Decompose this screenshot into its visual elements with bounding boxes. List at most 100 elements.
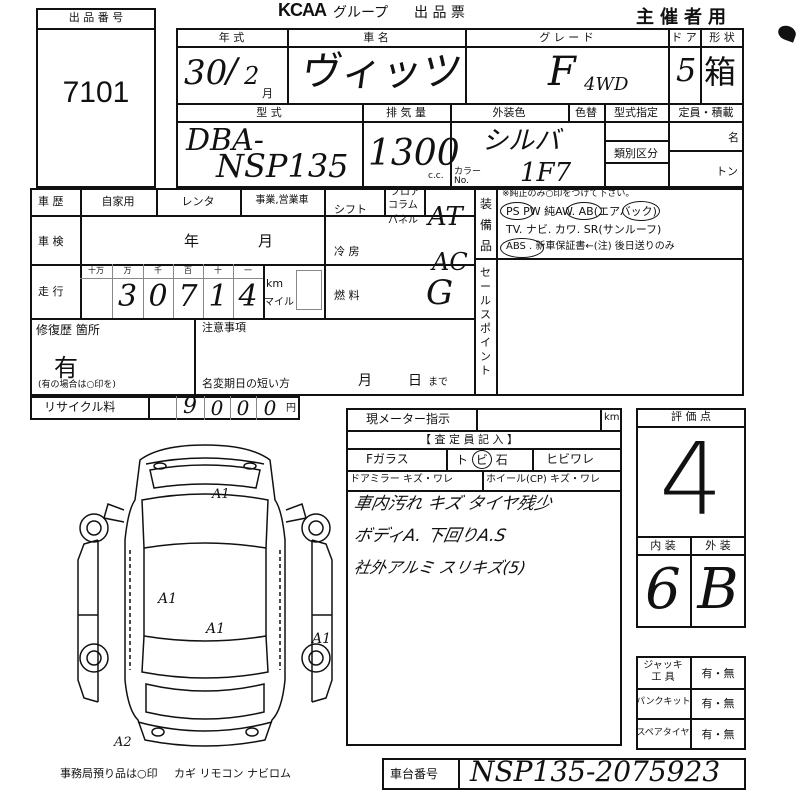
name-value: ヴィッツ bbox=[298, 49, 466, 95]
ac-value: AC bbox=[432, 248, 468, 276]
color-no-value: 1F7 bbox=[520, 158, 572, 188]
sales-point-label: セールスポイント bbox=[480, 266, 491, 377]
body-label: 形 状 bbox=[709, 31, 735, 44]
year-label: 年 式 bbox=[218, 31, 245, 44]
score-value: 4 bbox=[659, 421, 723, 538]
deadline-until: まで bbox=[428, 377, 448, 388]
unit-100: 百 bbox=[184, 266, 192, 275]
glass-label: Fガラス bbox=[366, 452, 409, 466]
year-slash: / bbox=[226, 51, 238, 91]
deadline-day: 日 bbox=[408, 373, 422, 389]
interior-label: 内 装 bbox=[650, 539, 676, 552]
mileage-digit: 4 bbox=[238, 279, 258, 314]
history-rental: レンタ bbox=[181, 195, 215, 208]
equipment-line-2: TV. ナビ. カワ. SR(サンルーフ) bbox=[506, 223, 662, 236]
fuel-label: 燃 料 bbox=[334, 289, 360, 302]
lot-number-label: 出 品 番 号 bbox=[68, 11, 124, 24]
grade-label: グ レ ー ド bbox=[539, 31, 594, 44]
jack-value: 有・無 bbox=[701, 667, 735, 680]
recycle-digit: 0 bbox=[236, 396, 250, 420]
lot-number-box bbox=[36, 8, 156, 188]
mileage-label: 走 行 bbox=[38, 285, 64, 298]
wheel-label: ホイール(CP) キズ・ワレ bbox=[486, 474, 600, 485]
capacity-label: 定員・積載 bbox=[678, 106, 734, 119]
model-value-1: DBA- bbox=[186, 123, 264, 158]
exterior-label: 外装色 bbox=[492, 106, 526, 119]
crack-circled: ビ bbox=[471, 450, 492, 469]
mile-unit: マイル bbox=[264, 297, 294, 308]
jack-label: ジャッキ 工 具 bbox=[643, 660, 683, 683]
unit-1k: 千 bbox=[154, 266, 162, 275]
meter-label: 現メーター指示 bbox=[366, 412, 451, 426]
recycle-digit: 9 bbox=[183, 394, 197, 419]
inspector-comment-2: ボディA. 下回りA.S bbox=[352, 526, 508, 546]
inspection-year: 年 bbox=[184, 232, 200, 250]
notes-label: 注意事項 bbox=[202, 321, 246, 334]
repair-value: 有 bbox=[54, 354, 78, 382]
history-business: 事業,営業車 bbox=[255, 195, 309, 206]
mileage-digit: 0 bbox=[148, 279, 168, 314]
spare-label: スペアタイヤ bbox=[636, 728, 690, 738]
recycle-box bbox=[30, 396, 300, 420]
cc-label: c.c. bbox=[428, 171, 444, 181]
hibi-label: ヒビワレ bbox=[546, 452, 595, 466]
interior-value: 6 bbox=[645, 557, 681, 622]
damage-mark: A1 bbox=[312, 631, 332, 647]
circle-ab bbox=[622, 201, 660, 221]
history-label: 車 歴 bbox=[38, 195, 64, 208]
name-label: 車 名 bbox=[363, 31, 389, 44]
crack-field: ト ビ 石 bbox=[456, 450, 508, 469]
circle-abs bbox=[500, 238, 544, 258]
vehicle-info-table bbox=[176, 28, 744, 188]
spare-value: 有・無 bbox=[701, 728, 735, 741]
shift-label: シフト bbox=[334, 203, 367, 216]
tons-unit: トン bbox=[716, 165, 738, 178]
damage-mark: A1 bbox=[158, 591, 178, 607]
inspection-label: 車 検 bbox=[38, 235, 64, 248]
damage-mark: A1 bbox=[206, 621, 226, 637]
lot-number: 7101 bbox=[62, 76, 130, 109]
mileage-digit: 3 bbox=[117, 279, 138, 314]
body-value: 箱 bbox=[704, 53, 737, 91]
meter-km: km bbox=[604, 412, 620, 423]
fuel-value: G bbox=[426, 273, 454, 313]
equipment-note: ※純正のみ○印をつけて下さい。 bbox=[502, 189, 635, 199]
damage-mark: A2 bbox=[114, 735, 132, 750]
grade-sub: 4WD bbox=[584, 74, 629, 95]
model-designation-label: 型式指定 bbox=[614, 106, 658, 119]
chassis-box bbox=[382, 758, 746, 790]
year-value: 30 bbox=[184, 53, 228, 93]
inspector-comment-1: 車内汚れ キズ タイヤ残少 bbox=[352, 494, 554, 514]
km-unit: km bbox=[266, 277, 284, 290]
form-title: 出 品 票 bbox=[414, 5, 465, 21]
corner-mark bbox=[776, 23, 798, 43]
car-diagram bbox=[77, 444, 333, 747]
group-label: グループ bbox=[333, 5, 389, 21]
shift-column: コラム bbox=[388, 200, 418, 211]
month-suffix: 月 bbox=[262, 87, 273, 100]
repair-label: 修復歴 箇所 bbox=[36, 323, 100, 337]
ac-label: 冷 房 bbox=[334, 245, 360, 258]
inspection-month: 月 bbox=[258, 232, 274, 250]
mirror-label: ドアミラー キズ・ワレ bbox=[350, 474, 453, 485]
color-no-label: カラーNo. bbox=[454, 167, 482, 186]
classification-label: 類別区分 bbox=[614, 147, 658, 160]
exterior-value: シルバ bbox=[482, 126, 561, 156]
puncture-label: パンクキット bbox=[636, 697, 691, 707]
recycle-label: リサイクル料 bbox=[44, 400, 116, 414]
history-private: 自家用 bbox=[101, 195, 135, 208]
model-label: 型 式 bbox=[256, 106, 282, 119]
score-label: 評 価 点 bbox=[671, 410, 711, 423]
displacement-value: 1300 bbox=[368, 133, 460, 174]
recycle-digit: 0 bbox=[210, 396, 224, 420]
history-table bbox=[30, 188, 744, 396]
inspector-comment-3: 社外アルミ スリキズ(5) bbox=[352, 558, 528, 577]
equipment-label: 装備品 bbox=[480, 197, 493, 253]
unit-10: 十 bbox=[214, 266, 222, 275]
exterior-value: B bbox=[697, 557, 739, 622]
inspector-title: 【 査 定 員 記 入 】 bbox=[420, 433, 518, 446]
office-note: 事務局預り品は○印 bbox=[60, 767, 158, 780]
exterior-score-label: 外 装 bbox=[705, 539, 731, 552]
chassis-label: 車台番号 bbox=[390, 767, 439, 781]
persons-unit: 名 bbox=[728, 131, 739, 144]
